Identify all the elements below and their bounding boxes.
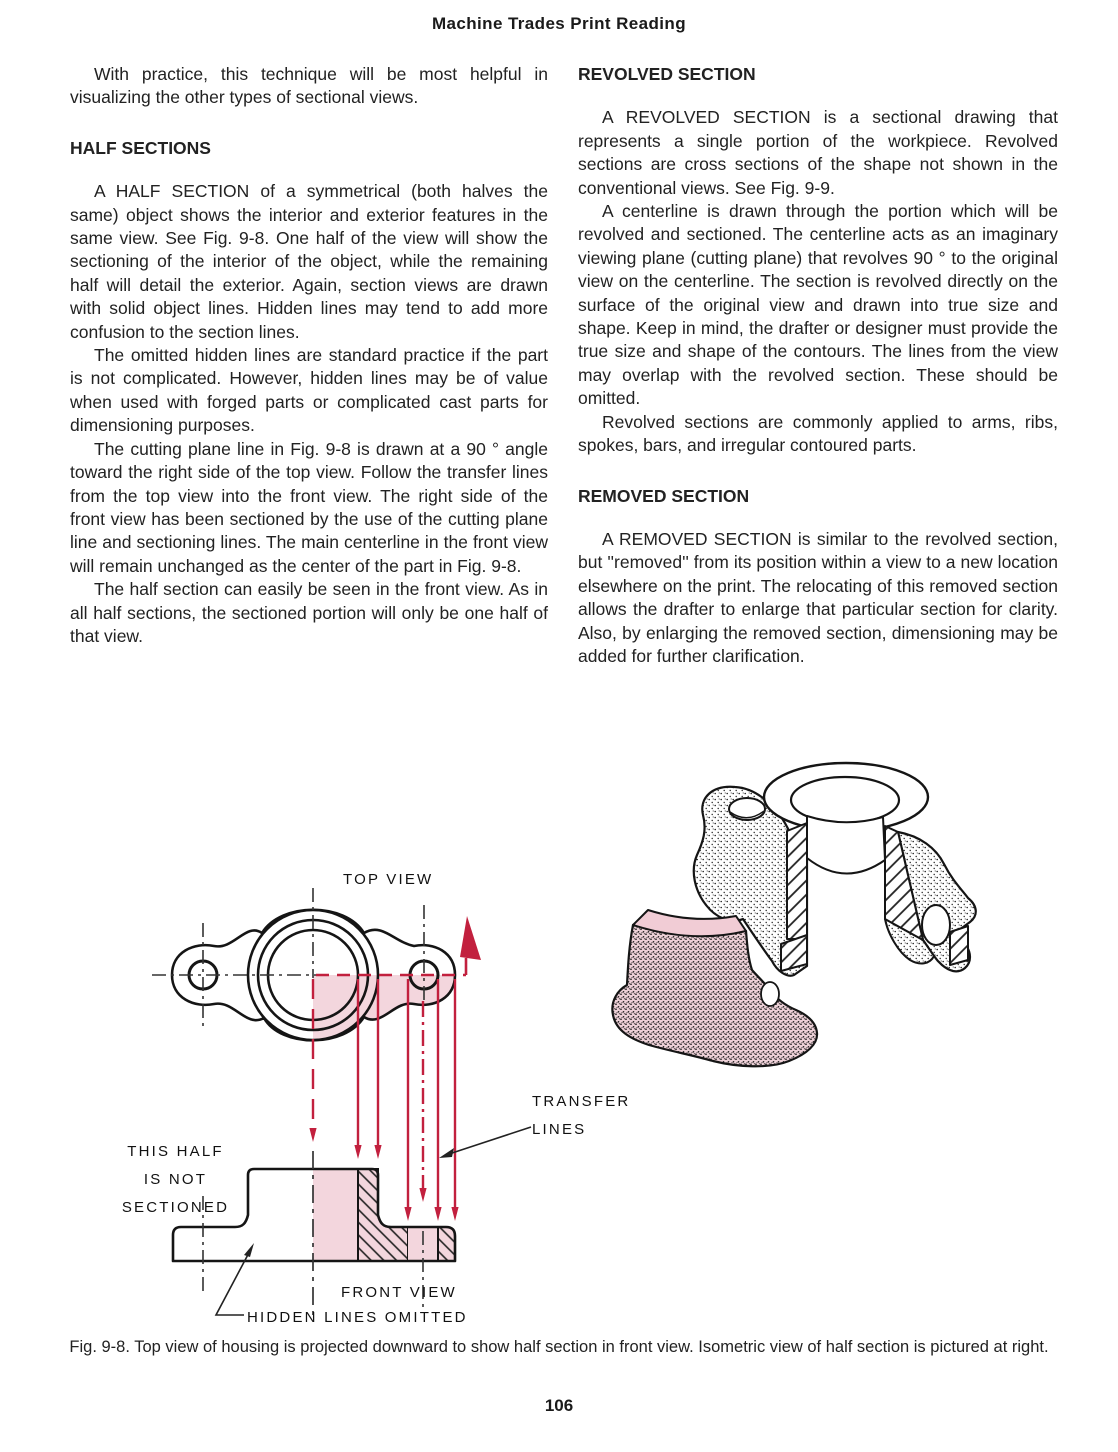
front-view-drawing: [171, 1151, 457, 1316]
paragraph: A REVOLVED SECTION is a sectional drawin…: [578, 107, 1058, 198]
top-view-drawing: [152, 888, 457, 1042]
page-header: Machine Trades Print Reading: [432, 14, 686, 33]
lug-hole: [728, 797, 766, 821]
paragraph: The cutting plane line in Fig. 9-8 is dr…: [70, 438, 548, 576]
label-front-view: FRONT VIEW: [341, 1284, 457, 1301]
label-this-half: THIS HALF IS NOT SECTIONED: [121, 1143, 230, 1216]
iso-cut-face-right: [884, 825, 924, 941]
cutting-plane-line: [316, 916, 481, 977]
removed-half-top-face: [632, 909, 747, 938]
section-heading-half-sections: HALF SECTIONS: [70, 137, 211, 158]
paragraph: The half section can easily be seen in t…: [70, 579, 548, 646]
cutting-plane-arrow: [460, 916, 481, 960]
section-hatching: [357, 1168, 409, 1262]
paragraph: The omitted hidden lines are standard pr…: [70, 345, 548, 436]
isometric-drawing: [611, 761, 977, 1068]
transfer-lines: [309, 979, 459, 1221]
isometric-removed-half: [611, 909, 819, 1068]
page-number: 106: [544, 1396, 574, 1415]
label-hidden-lines: HIDDEN LINES OMITTED: [247, 1309, 468, 1326]
label-transfer-lines: TRANSFER LINES: [532, 1093, 631, 1138]
paragraph: A HALF SECTION of a symmetrical (both ha…: [70, 181, 548, 342]
figure-9-8: TOP VIEW THIS HALF IS NOT SECTIONED TRAN…: [0, 738, 1118, 1358]
section-heading-revolved: REVOLVED SECTION: [578, 64, 756, 84]
leader-lines: [214, 1126, 532, 1316]
section-heading-removed: REMOVED SECTION: [578, 485, 750, 506]
paragraph: A REMOVED SECTION is similar to the revo…: [578, 528, 1058, 666]
right-column: REVOLVED SECTION A REVOLVED SECTION is a…: [578, 63, 1058, 668]
left-column: With practice, this technique will be mo…: [70, 63, 548, 648]
figure-9-8-drawing: [152, 761, 977, 1316]
paragraph: A centerline is drawn through the portio…: [578, 201, 1058, 409]
isometric-upper-piece: [692, 761, 977, 977]
paragraph: With practice, this technique will be mo…: [70, 64, 548, 108]
figure-caption: Fig. 9-8. Top view of housing is project…: [69, 1338, 1049, 1356]
sectioned-area-shading: [313, 975, 455, 1041]
iso-cut-face-left: [786, 822, 808, 940]
label-top-view: TOP VIEW: [343, 871, 434, 888]
paragraph: Revolved sections are commonly applied t…: [578, 411, 1058, 456]
